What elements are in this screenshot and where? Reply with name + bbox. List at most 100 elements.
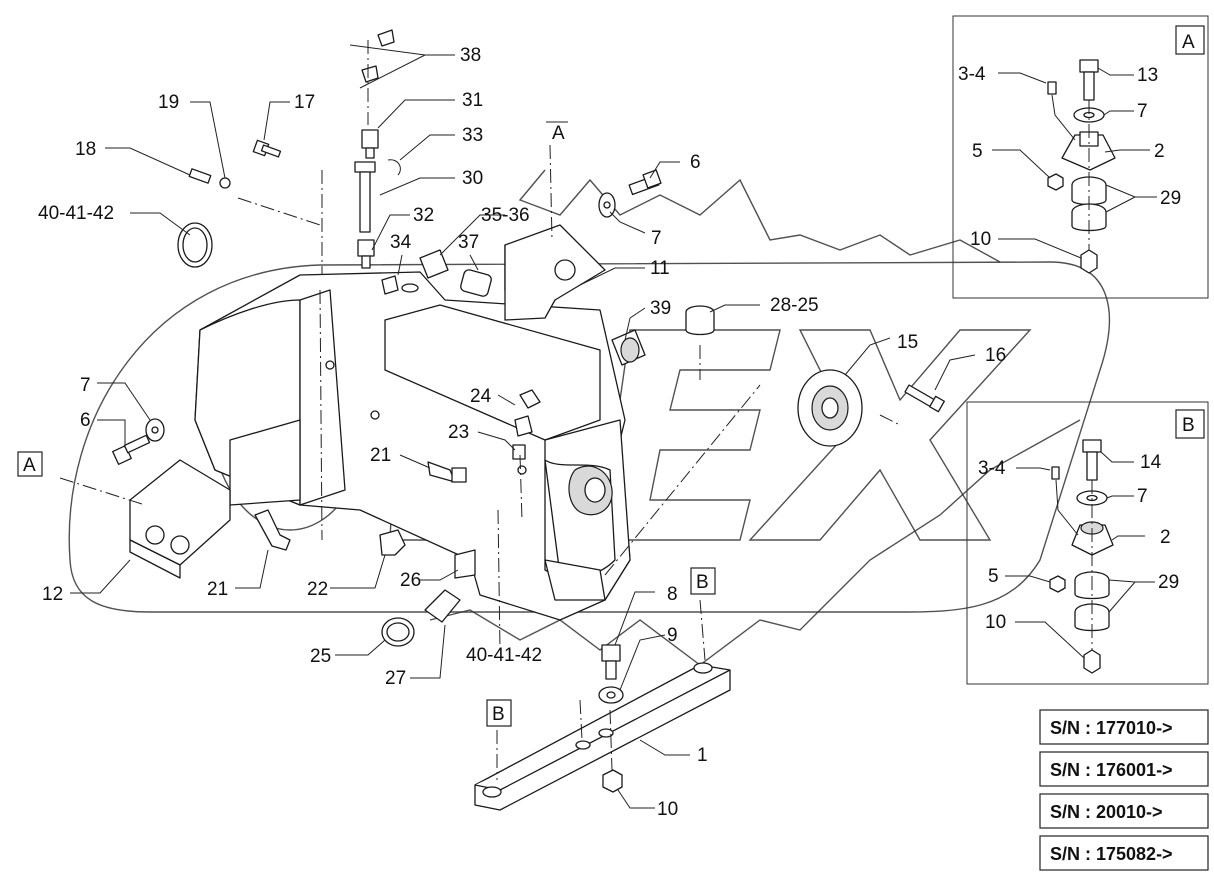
callout-37: 37 [458,232,479,253]
cap-28 [685,305,715,336]
callout-7-top: 7 [651,228,662,249]
clip-33 [387,159,401,176]
fitting-23 [512,444,526,460]
callout-6-top: 6 [690,152,701,173]
washer-9 [598,686,624,704]
bolt-31 [361,129,379,159]
detail-b-callout-14: 14 [1140,452,1162,473]
detail-b-callout-10: 10 [985,612,1006,633]
flange-15 [797,369,863,447]
view-tags: A B B [17,121,716,727]
serial-number-list: S/N : 177010-> S/N : 176001-> S/N : 2001… [1039,709,1209,871]
callout-22: 22 [307,579,328,600]
detail-b-callout-5: 5 [988,566,999,587]
rail-1 [474,662,731,811]
fitting-38 [361,29,395,83]
detail-a-callout-29: 29 [1160,188,1181,209]
callout-21-top: 21 [370,445,391,466]
detail-b-callout-29: 29 [1158,572,1179,593]
callout-28-25: 28-25 [770,295,819,316]
detail-b-callout-2: 2 [1160,527,1171,548]
serial-number-1: S/N : 177010-> [1050,718,1173,738]
callout-16: 16 [985,345,1006,366]
serial-number-2: S/N : 176001-> [1050,760,1173,780]
detail-b-callout-7: 7 [1137,486,1148,507]
main-callouts: 38 31 33 30 19 17 18 40-41-42 32 35-36 3… [38,45,1006,820]
leader-lines [70,44,976,809]
elbow-22 [379,529,406,556]
callout-6-left: 6 [80,410,91,431]
serial-number-3: S/N : 20010-> [1050,802,1163,822]
detail-a-callout-5: 5 [972,141,983,162]
callout-33: 33 [462,125,483,146]
bracket-12 [129,459,231,579]
callout-11: 11 [650,258,670,279]
callout-17: 17 [294,92,315,113]
hose-27 [424,589,461,623]
callout-10: 10 [657,799,678,820]
detail-a-callout-2: 2 [1154,141,1165,162]
callout-A-top: A [552,123,565,144]
callout-8: 8 [667,584,678,605]
nut-10 [602,769,623,793]
fitting-34 [381,275,419,295]
filter-35 [419,249,449,279]
tag-B-upper: B [696,572,709,593]
callout-32: 32 [413,205,434,226]
detail-a: A 3-4 13 7 5 2 29 10 [952,15,1209,299]
detail-a-tag: A [1182,32,1195,53]
detail-a-callout-7: 7 [1137,101,1148,122]
callout-24: 24 [470,386,492,407]
callout-31: 31 [462,90,483,111]
clamp-40 [177,222,213,268]
callout-26: 26 [400,570,421,591]
bolt-6-left [112,434,151,465]
callout-40-41-42-bottom: 40-41-42 [466,645,542,666]
bolt-6-top [628,169,662,196]
sensor-37 [460,269,492,297]
callout-23: 23 [448,422,469,443]
hose-26 [454,549,476,579]
callout-39: 39 [650,298,671,319]
callout-7-left: 7 [80,375,91,396]
bolt-8 [601,644,621,680]
elbow-21b [254,509,291,551]
callout-27: 27 [385,668,406,689]
callout-21-bottom: 21 [207,579,228,600]
detail-b: B 3-4 14 7 2 5 29 10 [966,401,1209,685]
detail-b-callout-3-4: 3-4 [978,458,1006,479]
callout-30: 30 [462,168,483,189]
tag-B-lower: B [492,704,505,725]
detail-a-callout-3-4: 3-4 [958,64,986,85]
serial-number-4: S/N : 175082-> [1050,844,1173,864]
callout-35-36: 35-36 [481,205,530,226]
elbow-21a [427,461,467,483]
washer-7-left [145,418,165,442]
callout-15: 15 [897,332,918,353]
callout-40-41-42-top: 40-41-42 [38,203,114,224]
bolt-17 [252,139,282,158]
tag-A-left: A [23,455,36,476]
callout-38: 38 [460,45,481,66]
fitting-24 [514,389,541,437]
breather-39 [611,329,646,366]
bolt-16 [904,384,945,413]
detail-a-callout-13: 13 [1137,65,1158,86]
callout-18: 18 [75,139,96,160]
center-lines [59,40,901,780]
detail-a-callout-10: 10 [970,229,991,250]
callout-9: 9 [667,625,678,646]
hydraulic-tank [194,271,631,621]
hose-30 [354,161,376,269]
callout-1: 1 [697,745,708,766]
washer-7-top [598,192,616,218]
callout-19: 19 [158,92,179,113]
bracket-11 [504,224,606,321]
clamp-25 [381,617,415,647]
callout-34: 34 [390,232,412,253]
callout-25: 25 [310,646,331,667]
detail-b-tag: B [1182,415,1195,436]
callout-12: 12 [42,584,63,605]
